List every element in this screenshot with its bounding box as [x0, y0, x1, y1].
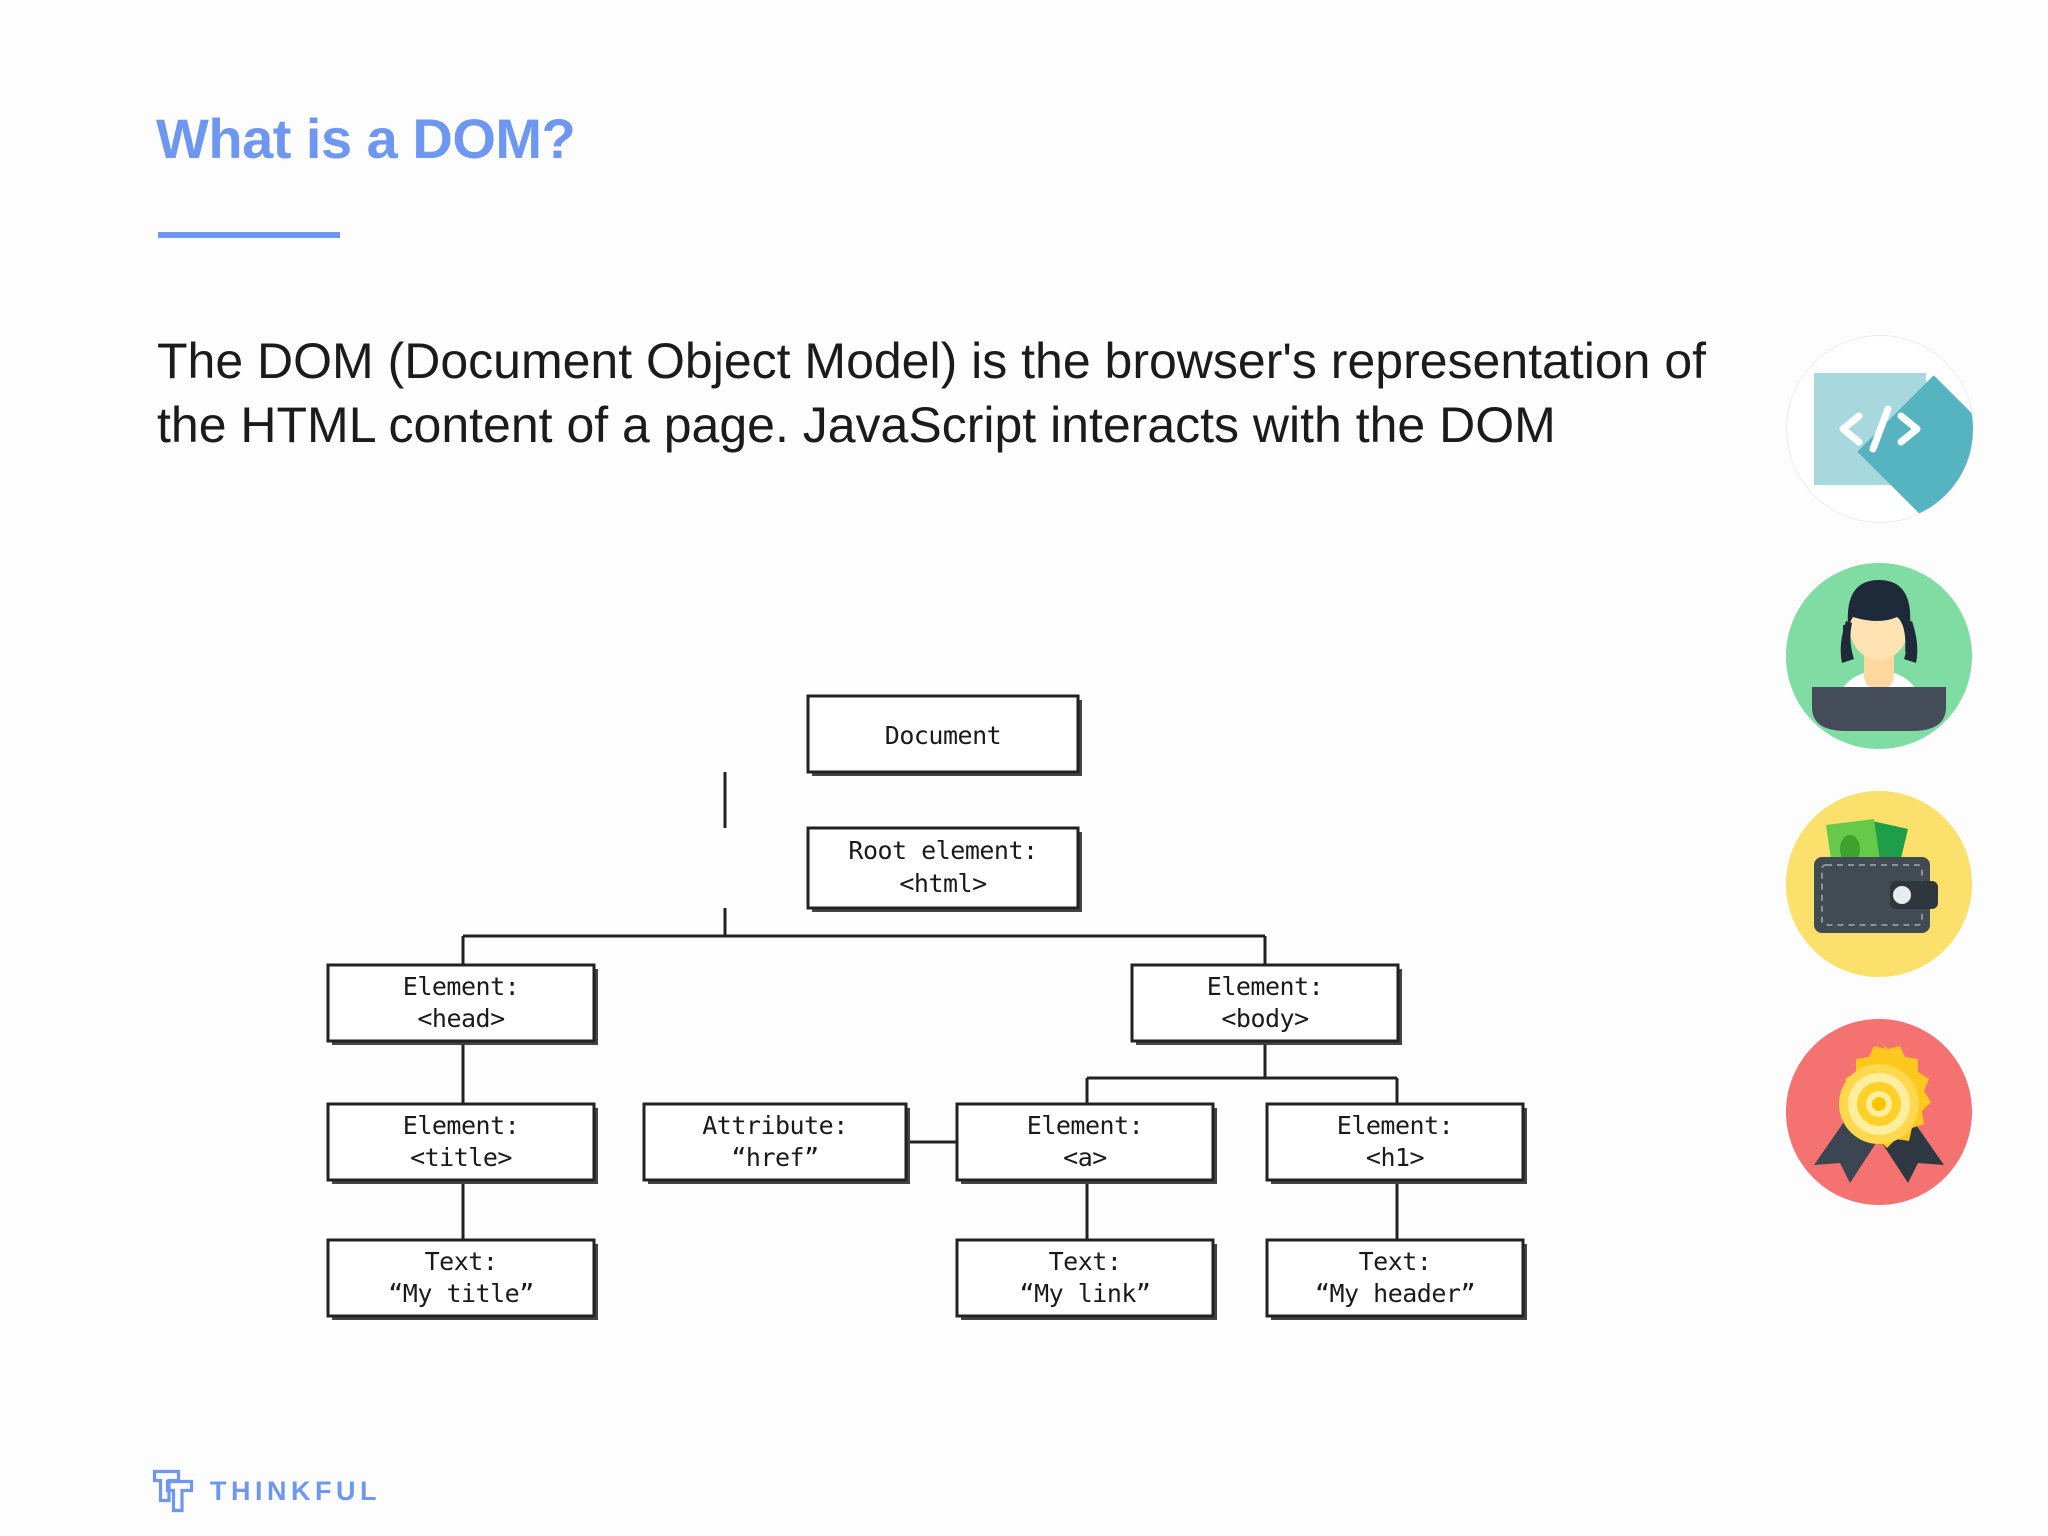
tree-node-h1: Element: <h1>: [1265, 1102, 1527, 1184]
node-label-line2: “My header”: [1315, 1279, 1475, 1308]
tree-node-document: Document: [806, 694, 1082, 776]
tree-node-text-my-link: Text: “My link”: [955, 1238, 1217, 1320]
page-title: What is a DOM?: [156, 107, 576, 170]
tree-node-head: Element: <head>: [326, 963, 598, 1045]
code-icon: [1786, 335, 1974, 523]
node-label-line1: Element:: [1337, 1111, 1453, 1140]
node-label-line2: <title>: [410, 1143, 512, 1172]
tree-node-root-html: Root element: <html>: [806, 826, 1082, 912]
wallet-money-icon: [1786, 791, 1972, 977]
node-label-line2: “href”: [731, 1143, 818, 1172]
node-label-line2: <h1>: [1366, 1143, 1424, 1172]
node-label-line2: <body>: [1221, 1004, 1308, 1033]
thinkful-mark-icon: [152, 1469, 194, 1513]
body-paragraph: The DOM (Document Object Model) is the b…: [157, 333, 1707, 453]
tree-node-text-my-title: Text: “My title”: [326, 1238, 598, 1320]
node-label-line2: <head>: [417, 1004, 504, 1033]
thinkful-wordmark: THINKFUL: [210, 1475, 381, 1506]
node-label-line1: Element:: [403, 1111, 519, 1140]
title-underline: [158, 232, 340, 238]
person-laptop-icon: [1786, 563, 1972, 749]
dom-tree-diagram: Document Root element: <html> Element: <…: [300, 660, 1600, 1360]
node-label-line1: Element:: [1207, 972, 1323, 1001]
node-label-line1: Text:: [1049, 1247, 1122, 1276]
node-label-line2: “My title”: [388, 1279, 534, 1308]
node-label-line2: <a>: [1063, 1143, 1107, 1172]
node-label-line1: Element:: [1027, 1111, 1143, 1140]
tree-node-text-my-header: Text: “My header”: [1265, 1238, 1527, 1320]
node-label-line1: Text:: [425, 1247, 498, 1276]
thinkful-logo: THINKFUL: [152, 1468, 381, 1514]
node-label: Document: [885, 721, 1001, 750]
tree-edges: [461, 772, 1399, 1240]
node-label-line2: <html>: [899, 869, 986, 898]
node-label-line1: Text:: [1359, 1247, 1432, 1276]
tree-node-body: Element: <body>: [1130, 963, 1402, 1045]
tree-node-title: Element: <title>: [326, 1102, 598, 1184]
node-label-line1: Attribute:: [702, 1111, 848, 1140]
tree-node-attribute-href: Attribute: “href”: [642, 1102, 910, 1184]
tree-node-anchor: Element: <a>: [955, 1102, 1217, 1184]
node-label-line1: Root element:: [848, 836, 1037, 865]
award-ribbon-icon: [1786, 1019, 1972, 1205]
node-label-line2: “My link”: [1020, 1279, 1151, 1308]
node-label-line1: Element:: [403, 972, 519, 1001]
